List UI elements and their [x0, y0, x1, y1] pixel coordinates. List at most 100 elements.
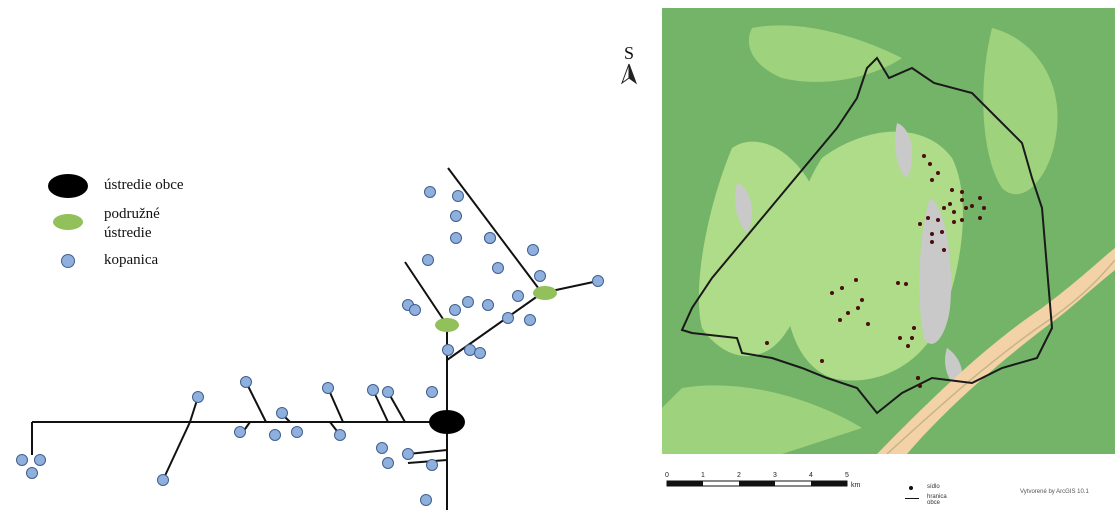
center-node-swatch [48, 174, 88, 198]
meadow-area-east [983, 28, 1058, 195]
settlement-point [820, 359, 824, 363]
settlement-point [964, 206, 968, 210]
kopanica-node [409, 304, 421, 316]
meadow-area-central [786, 131, 963, 381]
settlement-point [765, 341, 769, 345]
kopanica-node [420, 494, 432, 506]
kopanica-node [534, 270, 546, 282]
settlement-point [942, 206, 946, 210]
kopanica-node [474, 347, 486, 359]
kopanica-node [452, 190, 464, 202]
kopanica-node [502, 312, 514, 324]
kopanica-node [367, 384, 379, 396]
scale-unit: km [851, 482, 861, 489]
settlement-point [918, 222, 922, 226]
kopanica-node [524, 314, 536, 326]
network-edge [447, 167, 543, 294]
scale-tick-3: 3 [773, 472, 777, 479]
map-legend-label-point: sídlo [927, 484, 940, 490]
settlement-point [840, 286, 844, 290]
kopanica-node [464, 344, 476, 356]
kopanica-node [276, 407, 288, 419]
sub-center-node [435, 318, 459, 332]
settlement-point [960, 190, 964, 194]
settlement-point [860, 298, 864, 302]
settlement-points [765, 154, 986, 388]
settlement-point [978, 196, 982, 200]
scale-tick-1: 1 [701, 472, 705, 479]
kopanica-node [592, 275, 604, 287]
kopanica-node [424, 186, 436, 198]
kopanica-node [449, 304, 461, 316]
kopanica-node [334, 429, 346, 441]
settlement-point [830, 291, 834, 295]
settlement-point [952, 210, 956, 214]
kopanica-node [376, 442, 388, 454]
settlement-point [960, 218, 964, 222]
settlement-point [948, 202, 952, 206]
settlement-point [912, 326, 916, 330]
north-letter: S [623, 43, 634, 63]
kopanica-node [402, 448, 414, 460]
legend-label-kopanica: kopanica [104, 252, 159, 268]
network-nodes [16, 186, 604, 506]
scale-bar [666, 480, 848, 487]
settlement-point [904, 282, 908, 286]
settlement-point [940, 230, 944, 234]
settlement-point [960, 198, 964, 202]
settlement-point [866, 322, 870, 326]
settlement-point [838, 318, 842, 322]
kopanica-node [240, 376, 252, 388]
settlement-point [950, 188, 954, 192]
legend-label-sub-center: podružné [104, 206, 160, 222]
kopanica-node [527, 244, 539, 256]
settlement-point [952, 220, 956, 224]
urban-area-west [735, 183, 753, 233]
river-line [886, 259, 1115, 454]
legend-label-sub-center-2: ústredie [104, 225, 152, 241]
kopanica-node [450, 232, 462, 244]
urban-area-north [895, 123, 913, 178]
settlement-point [942, 248, 946, 252]
scale-tick-4: 4 [809, 472, 813, 479]
kopanica-node [322, 382, 334, 394]
settlement-point [930, 178, 934, 182]
network-edge [446, 292, 543, 361]
settlement-point [936, 218, 940, 222]
settlement-point [896, 281, 900, 285]
municipality-boundary [680, 56, 1054, 415]
network-edge [162, 421, 191, 481]
kopanica-node [422, 254, 434, 266]
kopanica-node [426, 386, 438, 398]
map-legend-label-line: hranica obce [927, 494, 947, 506]
kopanica-node [157, 474, 169, 486]
settlement-point [930, 240, 934, 244]
north-arrow-icon [620, 63, 638, 85]
network-edge [327, 387, 344, 423]
settlement-point [854, 278, 858, 282]
settlement-point [846, 311, 850, 315]
kopanica-node [382, 457, 394, 469]
municipality-map [662, 8, 1115, 454]
network-edge [245, 381, 267, 423]
settlement-point [916, 376, 920, 380]
kopanica-node [34, 454, 46, 466]
settlement-point [910, 336, 914, 340]
scale-tick-2: 2 [737, 472, 741, 479]
figure-title-cut [0, 0, 650, 10]
north-arrow: S [614, 44, 644, 91]
kopanica-node [26, 467, 38, 479]
settlement-network-diagram [16, 167, 604, 510]
sub-center-node [533, 286, 557, 300]
settlement-point [936, 171, 940, 175]
kopanica-node [234, 426, 246, 438]
kopanica-node [512, 290, 524, 302]
network-edge [404, 261, 448, 326]
center-node [429, 410, 465, 434]
urban-area-east [919, 198, 952, 344]
settlement-point [856, 306, 860, 310]
kopanica-node [442, 344, 454, 356]
line-symbol-icon [905, 498, 919, 499]
settlement-point [928, 162, 932, 166]
kopanica-node [484, 232, 496, 244]
